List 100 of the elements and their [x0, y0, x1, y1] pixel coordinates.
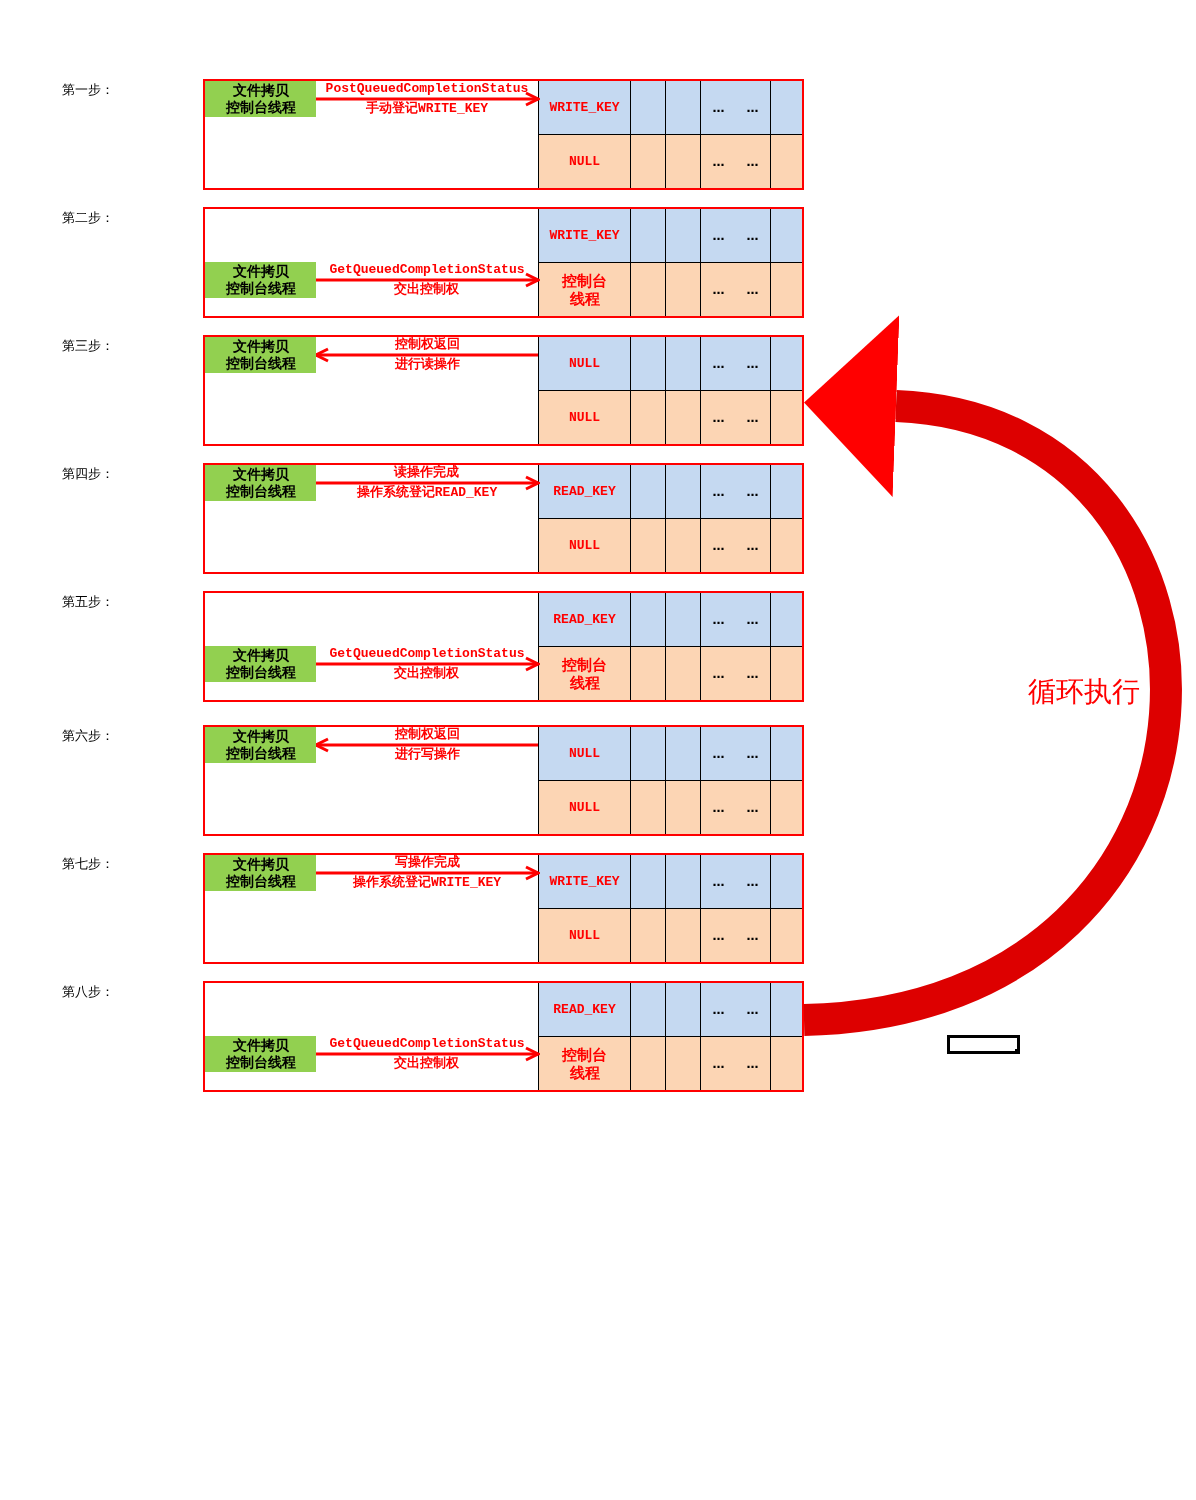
ellipsis-text: …	[746, 665, 759, 683]
table-cell	[770, 262, 802, 316]
table-cell	[700, 262, 770, 316]
edge-label: PostQueuedCompletionStatus手动登记WRITE_KEY	[325, 80, 529, 118]
table-cell	[770, 727, 802, 780]
table-cell	[630, 780, 665, 834]
table-cell	[665, 727, 700, 780]
arrow	[316, 91, 540, 107]
table-cell	[630, 646, 665, 700]
ellipsis-text: …	[712, 611, 725, 629]
table-cell	[700, 855, 770, 908]
table-cell	[665, 81, 700, 134]
table-cell	[630, 262, 665, 316]
table-cell	[665, 465, 700, 518]
table-cell	[630, 593, 665, 646]
table-cell	[630, 1036, 665, 1090]
table-cell: 控制台线程	[538, 262, 630, 316]
table-cell: NULL	[538, 908, 630, 962]
table-cell	[665, 646, 700, 700]
table-cell	[770, 518, 802, 572]
ellipsis-text: …	[746, 1001, 759, 1019]
ellipsis-text: …	[712, 153, 725, 171]
empty-rectangle	[947, 1035, 1020, 1054]
step-label: 第六步：	[62, 727, 114, 745]
step-frame	[203, 853, 804, 964]
table-cell	[665, 209, 700, 262]
table-cell	[770, 209, 802, 262]
ellipsis-text: …	[746, 355, 759, 373]
table-cell	[630, 134, 665, 188]
table-cell	[665, 1036, 700, 1090]
table-cell	[665, 908, 700, 962]
table-cell	[630, 465, 665, 518]
table-cell	[770, 134, 802, 188]
ellipsis-text: …	[746, 99, 759, 117]
ellipsis-text: …	[712, 227, 725, 245]
arrow	[316, 656, 540, 672]
table-cell	[700, 465, 770, 518]
arrow	[316, 1046, 540, 1062]
table-cell	[770, 81, 802, 134]
table-cell	[770, 983, 802, 1036]
edge-label: GetQueuedCompletionStatus交出控制权	[329, 1035, 525, 1073]
table-cell	[700, 518, 770, 572]
step-frame	[203, 981, 804, 1092]
ellipsis-text: …	[746, 611, 759, 629]
table-cell	[700, 593, 770, 646]
ellipsis-text: …	[712, 355, 725, 373]
table-cell	[700, 337, 770, 390]
table-cell	[630, 81, 665, 134]
step-frame	[203, 463, 804, 574]
table-cell	[630, 209, 665, 262]
table-cell	[700, 646, 770, 700]
ellipsis-text: …	[712, 665, 725, 683]
ellipsis-text: …	[712, 537, 725, 555]
ellipsis-text: …	[712, 745, 725, 763]
table-cell: NULL	[538, 518, 630, 572]
thread-box: 文件拷贝 控制台线程	[205, 646, 316, 682]
table-cell	[700, 780, 770, 834]
table-cell	[770, 780, 802, 834]
step-label: 第四步：	[62, 465, 114, 483]
table-cell: NULL	[538, 134, 630, 188]
step-frame	[203, 335, 804, 446]
table-cell	[630, 337, 665, 390]
ellipsis-text: …	[746, 227, 759, 245]
table-cell	[665, 855, 700, 908]
table-cell	[665, 518, 700, 572]
ellipsis-text: …	[712, 1055, 725, 1073]
table-cell	[665, 390, 700, 444]
table-cell: READ_KEY	[538, 465, 630, 518]
table-cell: READ_KEY	[538, 983, 630, 1036]
table-cell: NULL	[538, 780, 630, 834]
ellipsis-text: …	[746, 281, 759, 299]
thread-box: 文件拷贝 控制台线程	[205, 465, 316, 501]
step-label: 第七步：	[62, 855, 114, 873]
ellipsis-text: …	[712, 99, 725, 117]
thread-box: 文件拷贝 控制台线程	[205, 727, 316, 763]
thread-box: 文件拷贝 控制台线程	[205, 262, 316, 298]
ellipsis-text: …	[746, 1055, 759, 1073]
ellipsis-text: …	[746, 537, 759, 555]
table-cell: READ_KEY	[538, 593, 630, 646]
table-cell	[630, 855, 665, 908]
table-cell: WRITE_KEY	[538, 209, 630, 262]
ellipsis-text: …	[746, 483, 759, 501]
step-label: 第五步：	[62, 593, 114, 611]
table-cell	[665, 593, 700, 646]
table-cell: 控制台线程	[538, 646, 630, 700]
step-frame	[203, 79, 804, 190]
ellipsis-text: …	[746, 799, 759, 817]
table-cell	[700, 390, 770, 444]
table-cell	[770, 908, 802, 962]
ellipsis-text: …	[712, 483, 725, 501]
table-cell	[630, 727, 665, 780]
table-cell	[770, 1036, 802, 1090]
table-cell	[770, 465, 802, 518]
table-cell	[770, 593, 802, 646]
ellipsis-text: …	[746, 409, 759, 427]
ellipsis-text: …	[746, 153, 759, 171]
ellipsis-text: …	[746, 873, 759, 891]
arrow	[316, 865, 540, 881]
arrow	[316, 272, 540, 288]
ellipsis-text: …	[746, 745, 759, 763]
